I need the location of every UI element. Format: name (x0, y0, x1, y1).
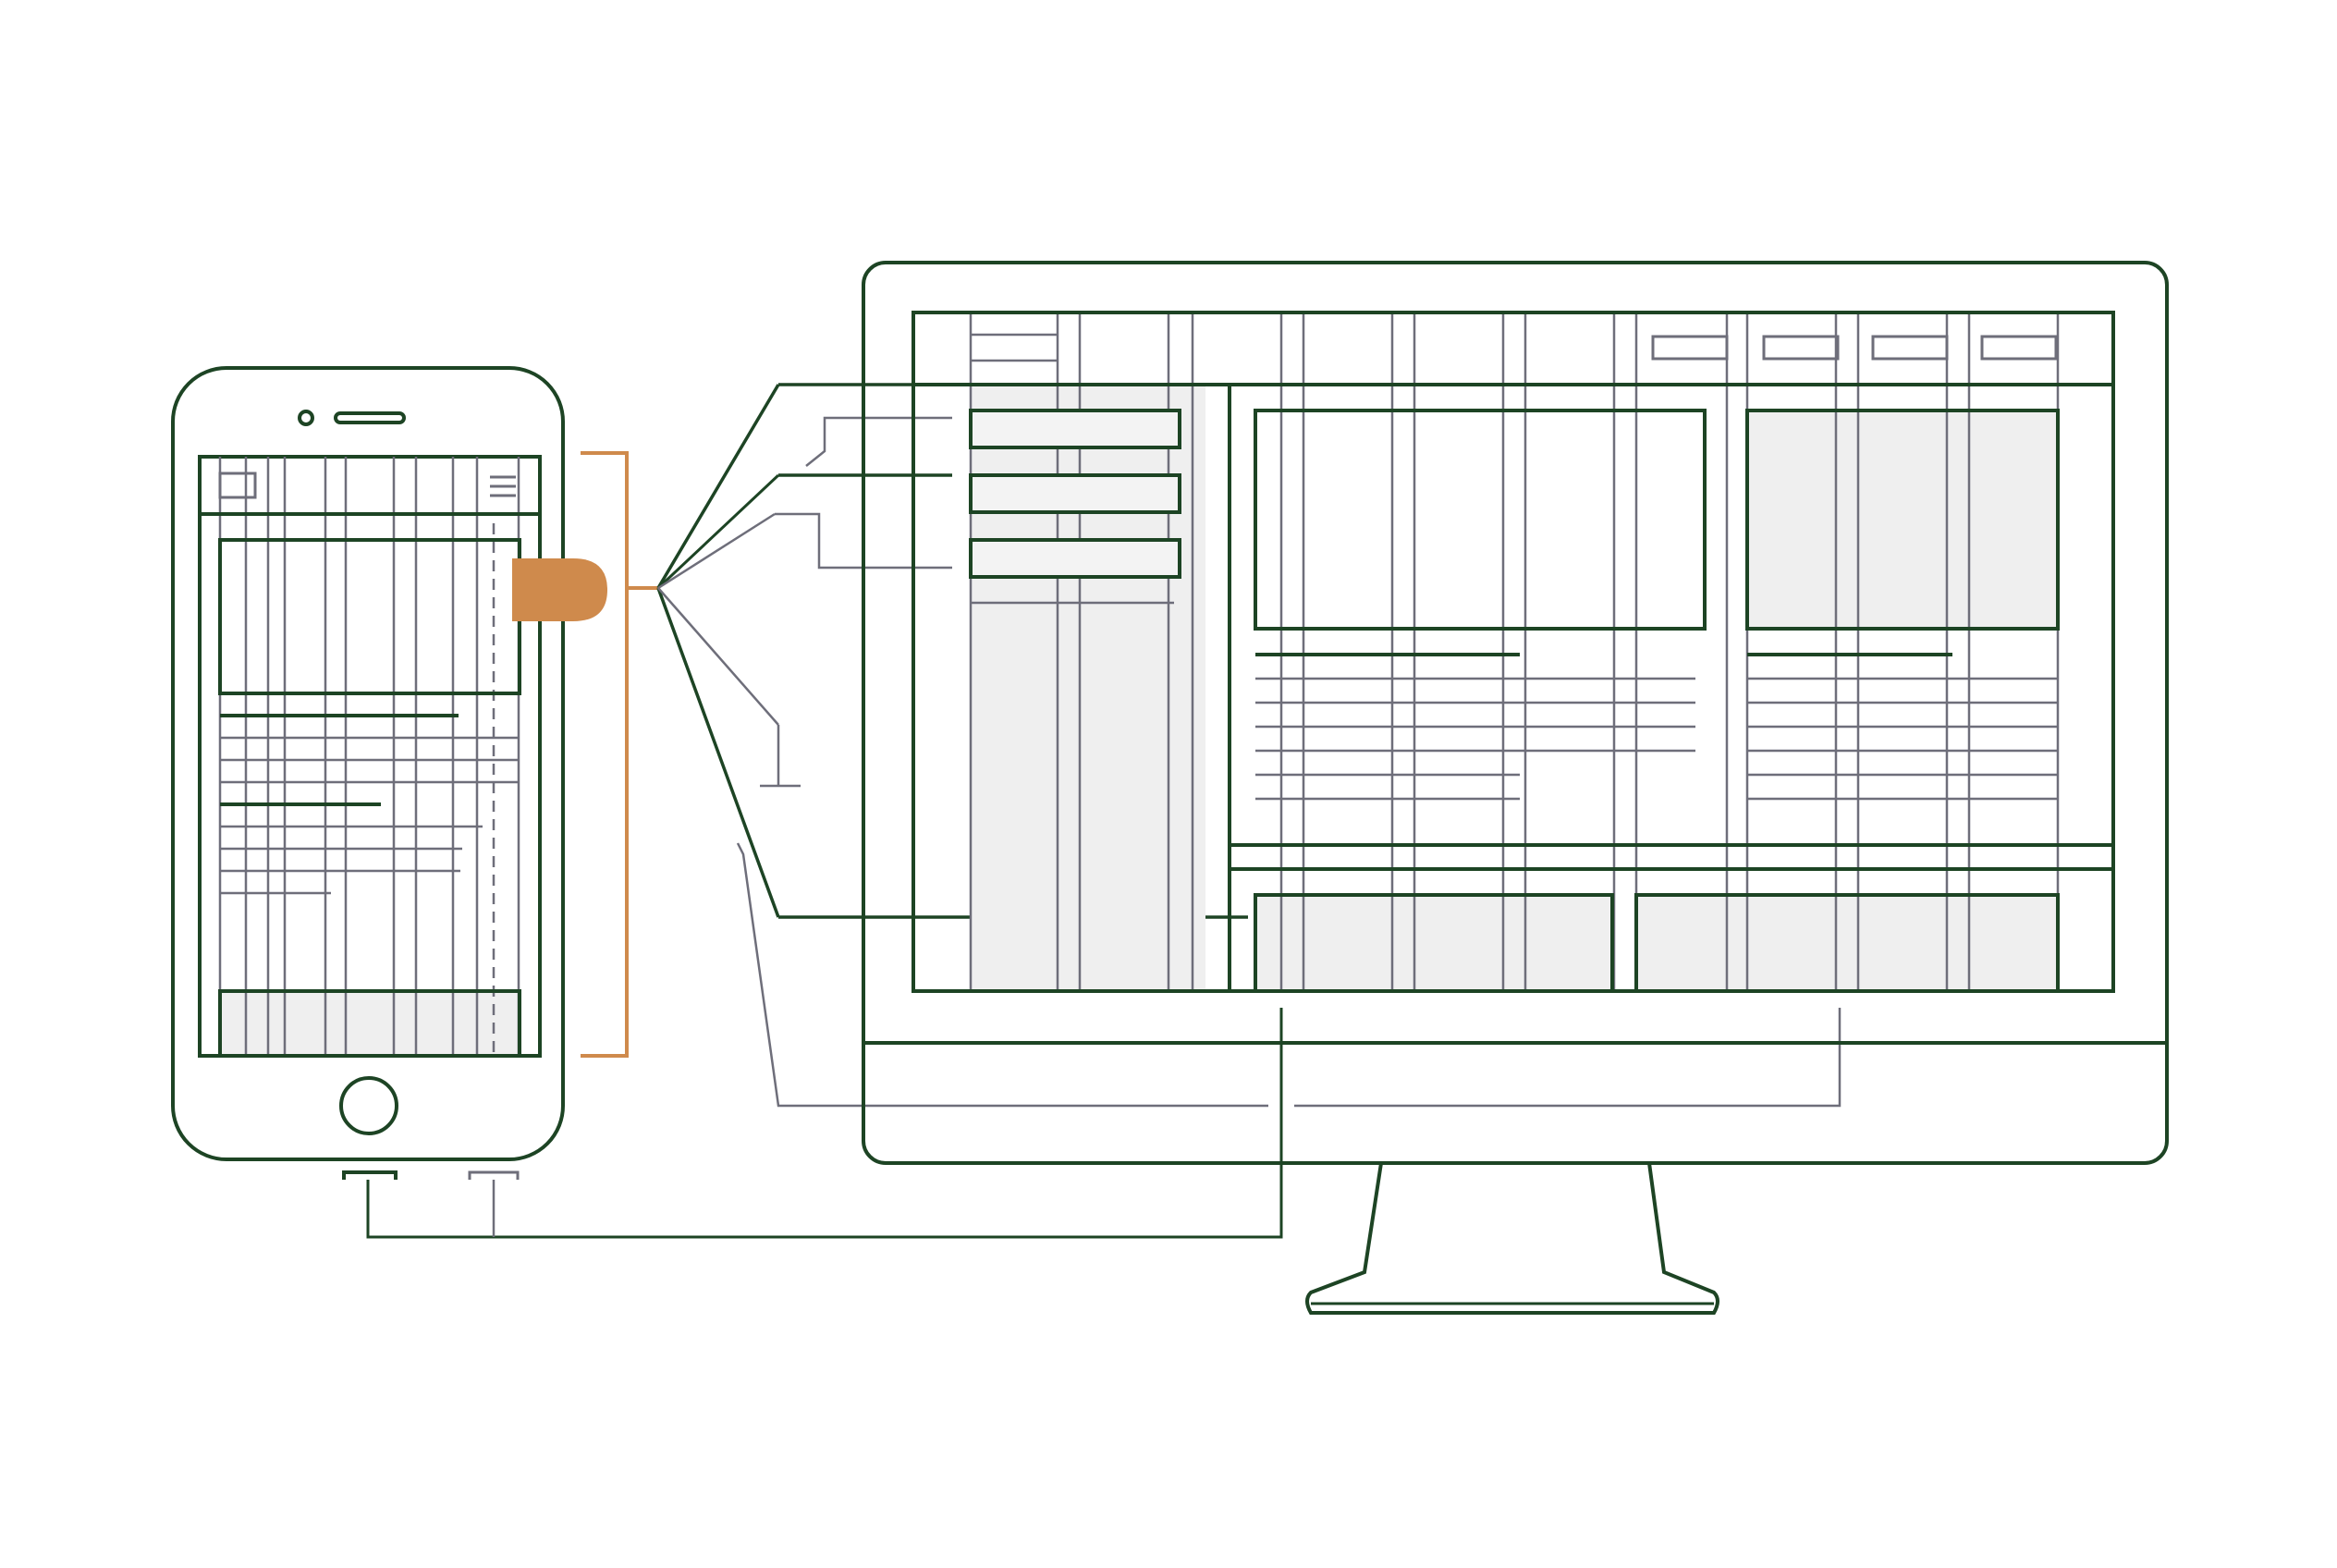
desktop-monitor-icon (862, 261, 2169, 1315)
nav-item-2[interactable] (1762, 335, 1840, 361)
desktop-main-frame (1228, 383, 2115, 847)
nav-item-4[interactable] (1980, 335, 2058, 361)
sidebar-menu-item-1[interactable] (969, 409, 1181, 449)
phone-screen (198, 455, 542, 1058)
phone-speaker-slot (334, 411, 406, 424)
phone-port-left (342, 1170, 398, 1180)
orange-height-bracket (581, 451, 629, 1058)
phone-screen-frame (198, 455, 542, 1058)
sidebar-menu-item-3[interactable] (969, 538, 1181, 579)
desktop-footer-block-right (1634, 893, 2060, 993)
orange-bookmark-tab-icon[interactable] (512, 558, 607, 621)
phone-home-button (339, 1076, 398, 1135)
desktop-screen (912, 311, 2115, 993)
desktop-footer-block-left (1254, 893, 1614, 993)
monitor-bezel (862, 261, 2169, 1165)
desktop-sidebar-menu (969, 409, 1181, 605)
desktop-footer-left-fill (1255, 895, 1612, 991)
phone-port-right (468, 1170, 520, 1180)
card-1-image-placeholder (1254, 409, 1707, 631)
nav-item-1[interactable] (1651, 335, 1729, 361)
phone-text-lines (220, 714, 518, 895)
phone-column-grid (218, 457, 520, 1056)
nav-item-3[interactable] (1871, 335, 1949, 361)
card-2-image-placeholder (1745, 409, 2060, 631)
phone-footer-block (220, 991, 520, 1056)
phone-footer-frame (218, 989, 521, 1058)
phone-body (171, 366, 565, 1161)
desktop-nav-items[interactable] (1651, 335, 2058, 361)
phone-camera-dot (298, 410, 314, 426)
hamburger-menu-icon[interactable] (490, 475, 516, 497)
desktop-card-1 (1254, 409, 1707, 801)
smartphone-icon (171, 366, 658, 1180)
desktop-card-2 (1745, 409, 2060, 801)
sidebar-menu-item-2[interactable] (969, 473, 1181, 514)
phone-logo-placeholder (218, 472, 257, 499)
monitor-stand (1305, 1162, 1719, 1315)
desktop-footer-right-fill (1636, 895, 2058, 991)
desktop-card2-image-fill (1747, 410, 2058, 629)
